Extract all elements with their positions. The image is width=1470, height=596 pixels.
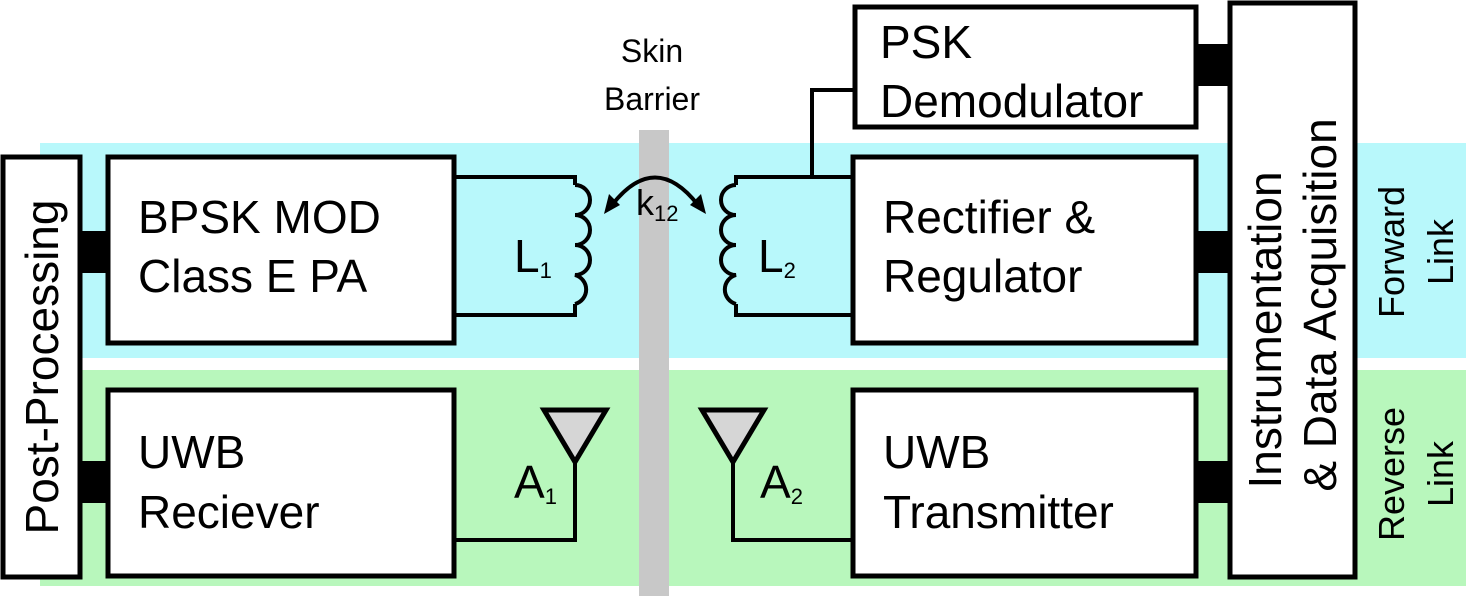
post-processing-connector-top: [80, 231, 108, 273]
uwb-receiver-block: [105, 387, 457, 579]
instrumentation-connector-rectifier: [1196, 231, 1230, 273]
skin-barrier-bar: [639, 130, 669, 596]
instrumentation-label-line1: Instrumentation: [1239, 171, 1291, 488]
bpsk-mod-label-line2: Class E PA: [138, 250, 368, 302]
a2-antenna-wire: [731, 455, 853, 542]
l1-coil-wire: [454, 175, 577, 317]
psk-demodulator-block: [852, 4, 1199, 130]
uwb-receiver-label-line1: UWB: [138, 426, 245, 478]
inductor-l1-coil: [574, 183, 592, 306]
bpsk-mod-label-line1: BPSK MOD: [138, 191, 381, 243]
a1-antenna-wire: [454, 455, 577, 542]
rectifier-regulator-label-line2: Regulator: [883, 250, 1082, 302]
skin-barrier-label-line2: Barrier: [604, 81, 700, 117]
uwb-transmitter-label-line2: Transmitter: [883, 486, 1114, 538]
uwb-receiver-label-line2: Reciever: [138, 486, 320, 538]
skin-barrier-label-line1: Skin: [621, 33, 683, 69]
antenna-a2-label: A2: [760, 456, 803, 509]
coupling-arrowhead-left-icon: [604, 194, 620, 214]
uwb-transmitter-label-line1: UWB: [883, 426, 990, 478]
post-processing-label: Post-Processing: [16, 200, 68, 535]
coupling-arrow-icon: [610, 175, 700, 207]
rectifier-regulator-block: [850, 154, 1199, 346]
inductor-l2-label: L2: [758, 230, 796, 283]
antenna-a1-icon: [539, 407, 611, 467]
post-processing-connector-bottom: [80, 461, 108, 503]
forward-link-label-line2: Link: [1420, 218, 1461, 285]
demod-tap-wire: [810, 88, 855, 177]
instrumentation-connector-demod: [1196, 44, 1230, 86]
psk-demodulator-label-line2: Demodulator: [880, 75, 1143, 127]
uwb-transmitter-block: [850, 387, 1199, 579]
bpsk-mod-block: [105, 154, 457, 346]
instrumentation-connector-transmitter: [1196, 461, 1230, 503]
coupling-k12-label: k12: [636, 182, 678, 226]
antenna-a1-label: A1: [514, 456, 557, 509]
inductor-l1-label: L1: [514, 230, 552, 283]
instrumentation-block: [1227, 0, 1358, 580]
reverse-link-label-line2: Link: [1420, 440, 1461, 507]
antenna-a2-icon: [697, 407, 769, 467]
coupling-arrowhead-right-icon: [690, 194, 706, 214]
post-processing-block: [0, 154, 83, 580]
reverse-link-label-line1: Reverse: [1371, 407, 1412, 541]
inductor-l2-coil: [719, 183, 737, 306]
instrumentation-label-line2: & Data Acquisition: [1294, 118, 1346, 491]
rectifier-regulator-label-line1: Rectifier &: [883, 191, 1095, 243]
psk-demodulator-label-line1: PSK: [880, 16, 972, 68]
forward-link-label-line1: Forward: [1371, 186, 1412, 318]
